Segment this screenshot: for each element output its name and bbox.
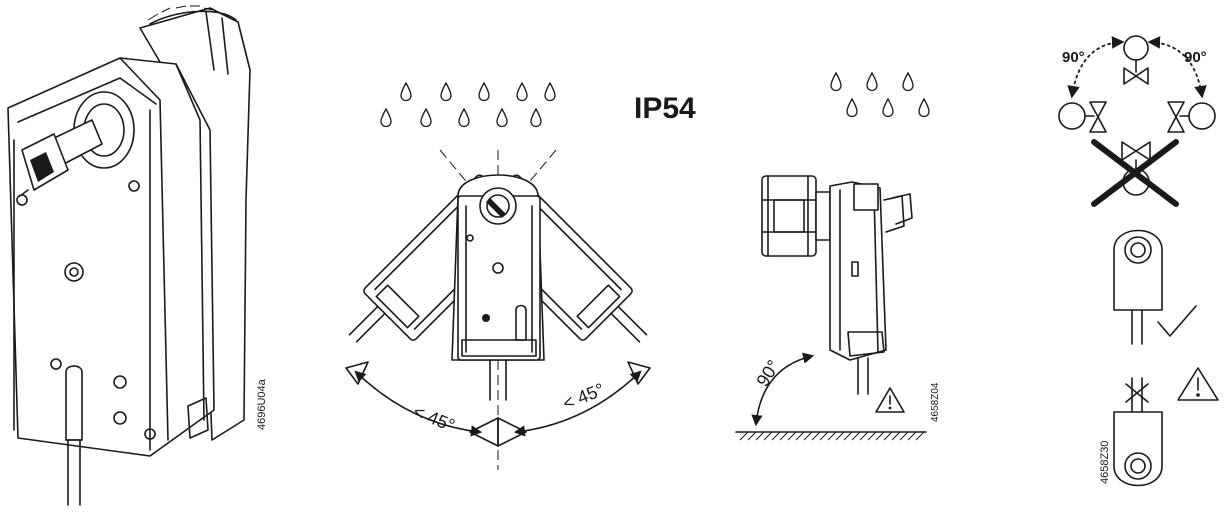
protection-class-label: IP54 xyxy=(634,92,696,125)
water-drop-icon xyxy=(380,82,556,128)
checkmark-icon xyxy=(1157,305,1197,337)
mounting-diagram: 90° 4658Z04 xyxy=(735,72,941,441)
rotate-right-label: 90° xyxy=(1184,49,1207,66)
orientation-rules: 90° 90° 4658Z30 xyxy=(1058,35,1219,487)
tilt-left-label: < 45° xyxy=(411,401,458,436)
angle-vertical-label: 90° xyxy=(752,356,783,390)
figure-code-mounting: 4658Z04 xyxy=(930,382,941,422)
cross-icon xyxy=(1091,139,1179,207)
rotate-left-label: 90° xyxy=(1062,49,1085,66)
figure-code-orientation: 4658Z30 xyxy=(1099,441,1111,484)
water-drop-icon xyxy=(830,72,930,118)
figure-code-actuator: 4696U04a xyxy=(256,378,268,430)
warning-triangle-icon xyxy=(875,387,905,413)
actuator-perspective: 4696U04a xyxy=(7,5,268,506)
warning-triangle-icon xyxy=(1177,367,1219,401)
tilt-diagram: < 45° < 45° IP54 xyxy=(345,82,696,470)
tilt-right-label: < 45° xyxy=(560,379,607,414)
